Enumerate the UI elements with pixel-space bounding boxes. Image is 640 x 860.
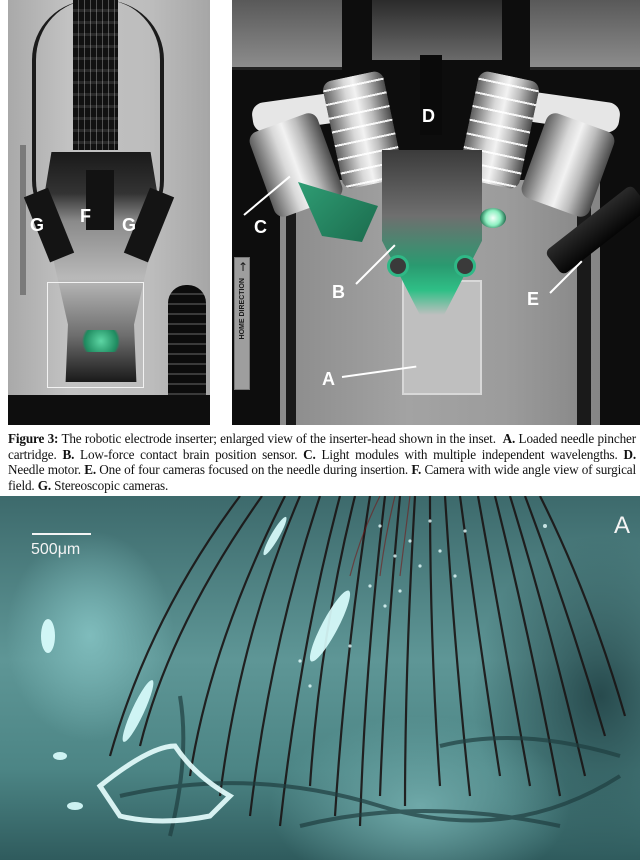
cable-loop-right: [104, 0, 164, 240]
caption-key-c: C.: [303, 446, 316, 462]
wide-angle-camera: [86, 170, 114, 230]
scale-bar-label: 500μm: [31, 541, 81, 558]
label-f: F: [80, 206, 91, 226]
inset-highlight-box: [47, 282, 144, 388]
caption-key-e: E.: [84, 462, 96, 478]
inserter-overview-photo: G F G: [8, 0, 210, 425]
figure-caption: Figure 3: The robotic electrode inserter…: [8, 431, 636, 493]
caption-key-f: F.: [411, 462, 422, 478]
side-rod: [20, 145, 26, 295]
panel-letter: A: [614, 512, 631, 539]
cable-loop-left: [32, 0, 92, 240]
caption-text-g: Stereoscopic cameras.: [54, 477, 169, 493]
label-c: C: [254, 217, 267, 237]
inserter-head-photo: ↑ HOME DIRECTION C D B E A: [232, 0, 640, 425]
inserter-head-glow: [76, 330, 126, 352]
label-d: D: [422, 106, 435, 126]
caption-text-c: Light modules with multiple independent …: [321, 446, 618, 462]
rail-left: [286, 200, 296, 425]
caption-text-e: One of four cameras focused on the needl…: [99, 462, 409, 478]
caption-text-f: Camera with wide angle view of surgical …: [8, 462, 637, 493]
scale-bar: [32, 533, 91, 535]
label-a: A: [322, 369, 335, 389]
arrow-up-icon: ↑: [237, 260, 249, 274]
caption-key-b: B.: [62, 446, 75, 462]
caption-key-d: D.: [623, 446, 637, 462]
label-g-left: G: [30, 215, 45, 235]
caption-key-g: G.: [37, 477, 51, 493]
top-bracket-right: [530, 0, 640, 70]
light-module-glow: [480, 208, 506, 228]
electrode-micrograph: [0, 496, 640, 860]
caption-text-d: Needle motor.: [8, 462, 81, 478]
cable-chain: [73, 0, 118, 150]
caption-text-b: Low-force contact brain position sensor.: [80, 446, 298, 462]
label-g-right: G: [122, 215, 137, 235]
caption-key-a: A.: [502, 431, 516, 446]
sensor-wheel-right: [454, 255, 476, 277]
electrode-threads-graphic: [41, 496, 627, 837]
caption-intro: The robotic electrode inserter; enlarged…: [61, 431, 496, 446]
sensor-wheel-left: [387, 255, 409, 277]
home-direction-text: HOME DIRECTION: [239, 278, 246, 340]
inserter-base: [8, 395, 210, 425]
figure-number: Figure 3:: [8, 431, 59, 446]
label-b: B: [332, 282, 345, 302]
home-direction-sticker: ↑ HOME DIRECTION: [234, 257, 250, 390]
needle-motor: [420, 55, 442, 135]
top-center-assembly: [372, 0, 502, 60]
caption-text-a: Loaded needle pincher cartridge.: [8, 431, 636, 462]
top-bracket-left: [232, 0, 342, 70]
label-e: E: [527, 289, 540, 309]
